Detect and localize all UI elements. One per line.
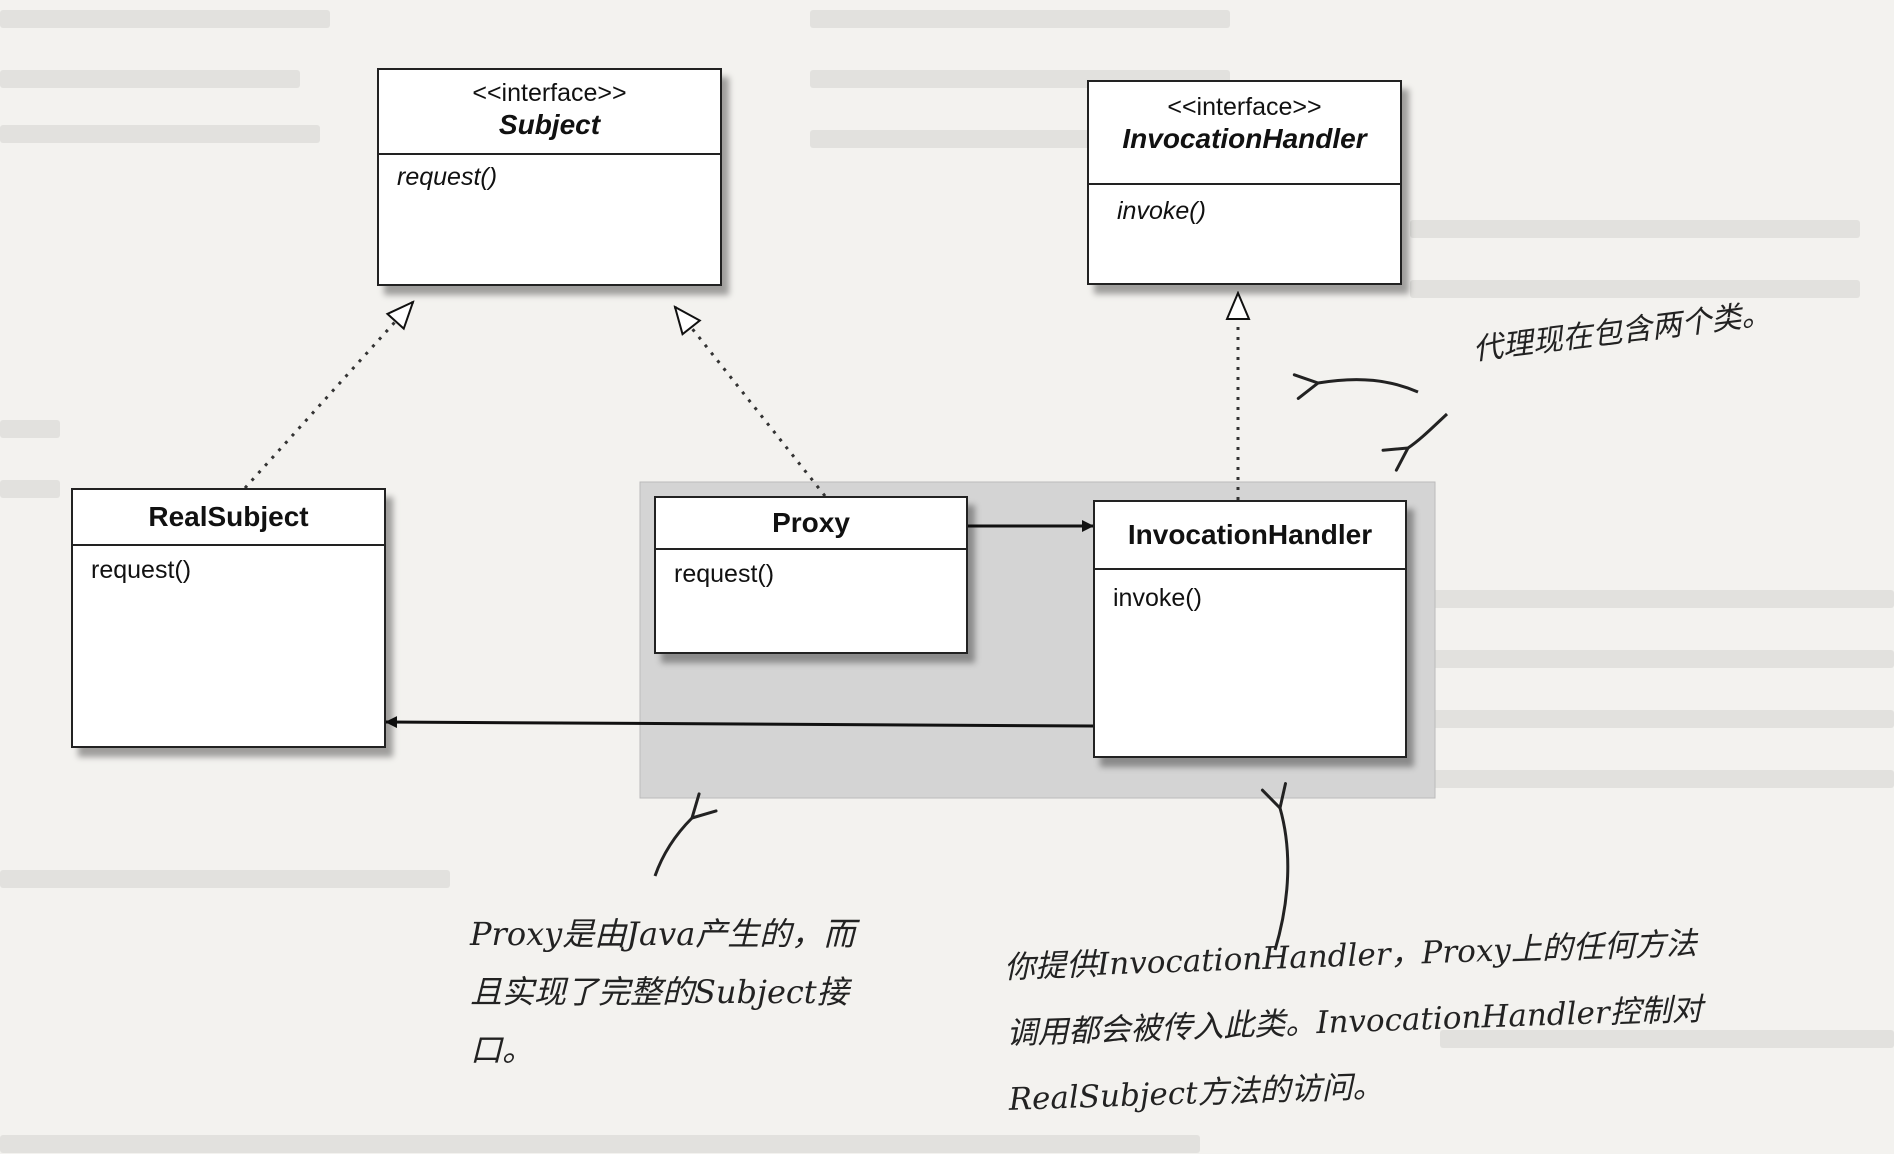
pointer-arrow-to-group bbox=[1381, 412, 1449, 472]
subject-stereotype: <<interface>> bbox=[472, 79, 627, 107]
annotation-proxy-generated-line3: 口。 bbox=[470, 1031, 535, 1069]
proxy-class: Proxy request() bbox=[654, 496, 968, 654]
realsubject-method: request() bbox=[91, 556, 192, 584]
handler-to-realsubject-arrow bbox=[385, 716, 1094, 729]
annotation-proxy-generated-line1: Proxy是由Java产生的，而 bbox=[470, 915, 856, 953]
subject-interface-class: <<interface>> Subject request() bbox=[377, 68, 722, 286]
proxy-method: request() bbox=[674, 560, 775, 588]
invocation-handler-interface-method: invoke() bbox=[1117, 197, 1206, 225]
invocation-handler-interface-stereotype: <<interface>> bbox=[1167, 93, 1322, 121]
subject-method: request() bbox=[397, 163, 498, 191]
pointer-arrow-to-proxy bbox=[653, 792, 718, 877]
proxy-implements-subject-line bbox=[675, 307, 827, 497]
invocation-handler-method: invoke() bbox=[1113, 584, 1202, 612]
realsubject-class: RealSubject request() bbox=[71, 488, 386, 748]
pointer-arrow-to-handler bbox=[1292, 373, 1419, 400]
invocation-handler-class: InvocationHandler invoke() bbox=[1093, 500, 1407, 758]
realsubject-class-name: RealSubject bbox=[148, 501, 309, 532]
annotation-you-provide-handler: 你提供InvocationHandler，Proxy上的任何方法 调用都会被传入… bbox=[1003, 911, 1706, 1133]
invocation-handler-interface-name: InvocationHandler bbox=[1122, 123, 1367, 154]
subject-class-name: Subject bbox=[498, 109, 601, 140]
proxy-class-name: Proxy bbox=[772, 507, 850, 538]
realsubject-implements-subject-line bbox=[243, 302, 413, 490]
invocation-handler-interface-class: <<interface>> InvocationHandler invoke() bbox=[1087, 80, 1402, 285]
annotation-proxy-generated: Proxy是由Java产生的，而 且实现了完整的Subject接 口。 bbox=[470, 905, 855, 1079]
annotation-proxy-generated-line2: 且实现了完整的Subject接 bbox=[470, 973, 849, 1011]
pointer-arrow-to-handler-box bbox=[1260, 782, 1290, 951]
invocation-handler-class-name: InvocationHandler bbox=[1127, 519, 1373, 550]
